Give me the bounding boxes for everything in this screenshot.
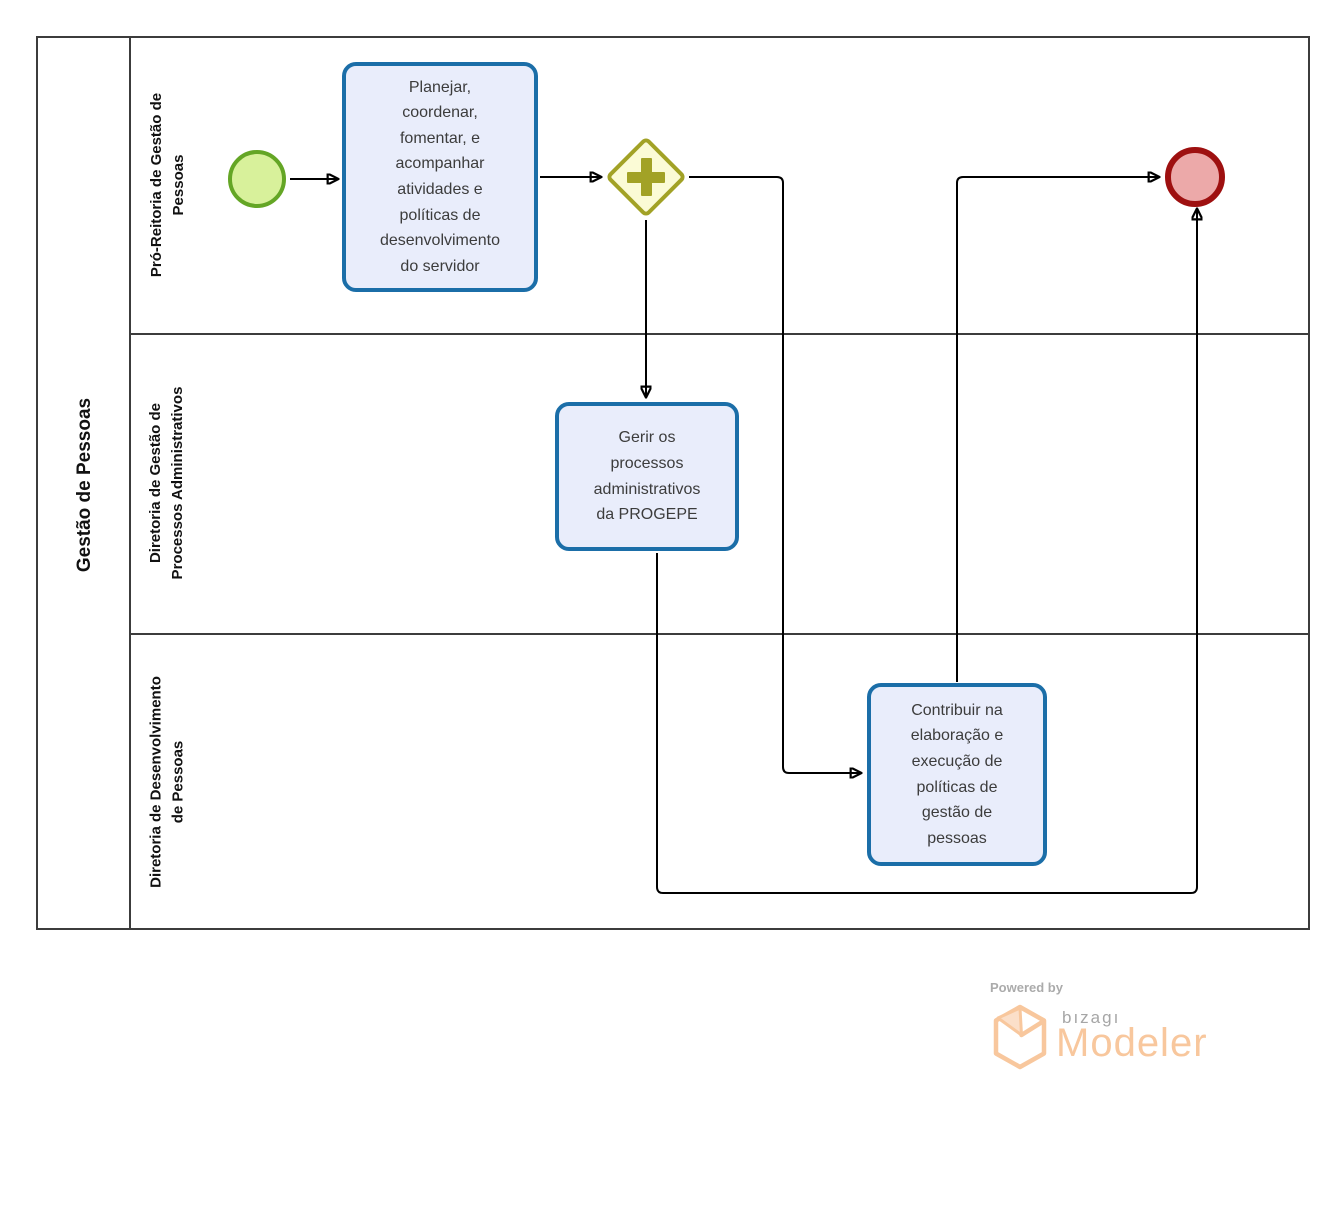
lane-label-diretoria-processos: Diretoria de Gestão de Processos Adminis… [147, 386, 186, 580]
end-event[interactable] [1165, 147, 1225, 207]
task-gerir-label: Gerir os processos administrativos da PR… [593, 429, 701, 524]
plus-icon [641, 158, 652, 196]
lane-divider-1 [131, 333, 1308, 335]
bizagi-wordmark[interactable]: bızagı [1062, 1008, 1121, 1027]
task-contribuir-label: Contribuir na elaboração e execução de p… [910, 701, 1004, 847]
lane-divider-2 [131, 633, 1308, 635]
task-contribuir[interactable]: Contribuir na elaboração e execução de p… [867, 683, 1047, 866]
pool-header-band: Gestão de Pessoas [38, 38, 131, 928]
powered-by-label: Powered by [990, 980, 1063, 995]
bizagi-logo-icon[interactable] [992, 1004, 1048, 1070]
task-gerir[interactable]: Gerir os processos administrativos da PR… [555, 402, 739, 551]
pool-title: Gestão de Pessoas [74, 397, 95, 573]
modeler-wordmark[interactable]: Modeler [1056, 1021, 1208, 1065]
task-planejar-label: Planejar, coordenar, fomentar, e acompan… [379, 78, 501, 275]
start-event[interactable] [228, 150, 286, 208]
lane-label-pro-reitoria: Pró-Reitoria de Gestão de Pessoas [148, 92, 187, 278]
lane-label-diretoria-desenvolvimento: Diretoria de Desenvolvimento de Pessoas [147, 676, 187, 888]
task-planejar[interactable]: Planejar, coordenar, fomentar, e acompan… [342, 62, 538, 292]
